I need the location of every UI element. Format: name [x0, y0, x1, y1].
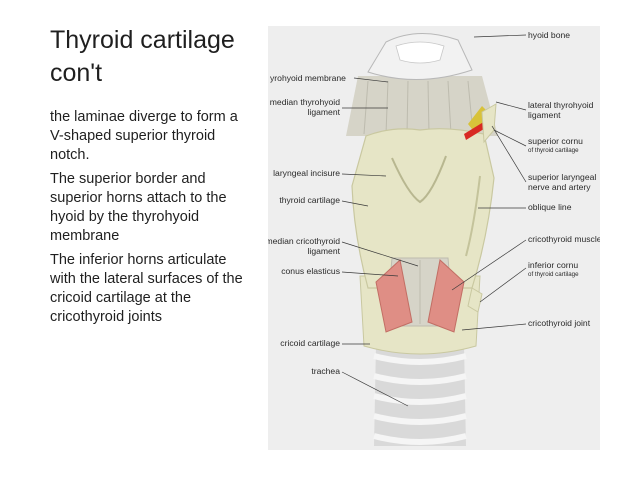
hyoid-body-highlight [395, 41, 445, 64]
label-superior-cornu: superior cornu [528, 136, 583, 146]
label-oblique-line: oblique line [528, 202, 572, 212]
label-median-thyrohyoid-line2: ligament [308, 107, 341, 117]
label-median-thyrohyoid-line1: median thyrohyoid [270, 97, 340, 107]
label-inferior-cornu-sub: of thyroid cartilage [528, 271, 579, 278]
slide-title: Thyroid cartilage con't [50, 24, 260, 90]
label-thyroid-cartilage: thyroid cartilage [279, 195, 340, 205]
label-lateral-thyrohyoid-line2: ligament [528, 110, 561, 120]
label-median-cricothyroid-line2: ligament [308, 246, 341, 256]
bullet-list: the laminae diverge to form a V-shaped s… [50, 108, 255, 332]
larynx-diagram: yrohyoid membrane median thyrohyoid liga… [268, 26, 600, 450]
bullet-item: The inferior horns articulate with the l… [50, 252, 243, 325]
title-line-1: Thyroid cartilage [50, 26, 235, 54]
left-labels: yrohyoid membrane median thyrohyoid liga… [268, 73, 346, 376]
label-superior-laryngeal-line2: nerve and artery [528, 182, 591, 192]
label-inferior-cornu: inferior cornu [528, 260, 578, 270]
label-median-cricothyroid-line1: median cricothyroid [268, 236, 340, 246]
right-labels: hyoid bone lateral thyrohyoid ligament s… [528, 30, 600, 328]
oblique-line [465, 175, 481, 257]
label-superior-laryngeal-line1: superior laryngeal [528, 172, 596, 182]
thyroid-cartilage [351, 128, 495, 289]
inferior-cornu [467, 287, 483, 313]
bullet-item: the laminae diverge to form a V-shaped s… [50, 109, 238, 163]
cricothyroid-muscle-right [427, 259, 465, 333]
trachea [373, 344, 467, 446]
label-laryngeal-incisure: laryngeal incisure [273, 168, 340, 178]
label-cricothyroid-muscle: cricothyroid muscle [528, 234, 600, 244]
leader-lines [341, 34, 527, 407]
label-trachea: trachea [311, 366, 340, 376]
cricothyroid-muscle-left [375, 259, 413, 333]
larynx-illustration: yrohyoid membrane median thyrohyoid liga… [268, 26, 600, 450]
label-lateral-thyrohyoid-line1: lateral thyrohyoid [528, 100, 594, 110]
title-line-2: con't [50, 59, 103, 87]
label-conus-elasticus: conus elasticus [281, 266, 340, 276]
label-hyoid-bone: hyoid bone [528, 30, 570, 40]
bullet-item: The superior border and superior horns a… [50, 171, 227, 244]
label-superior-cornu-sub: of thyroid cartilage [528, 147, 579, 154]
label-cricoid-cartilage: cricoid cartilage [280, 338, 340, 348]
label-thyrohyoid-membrane: yrohyoid membrane [270, 73, 346, 83]
thyrohyoid-membrane [346, 76, 498, 136]
thyroid-notch [391, 155, 447, 204]
label-cricothyroid-joint: cricothyroid joint [528, 318, 591, 328]
